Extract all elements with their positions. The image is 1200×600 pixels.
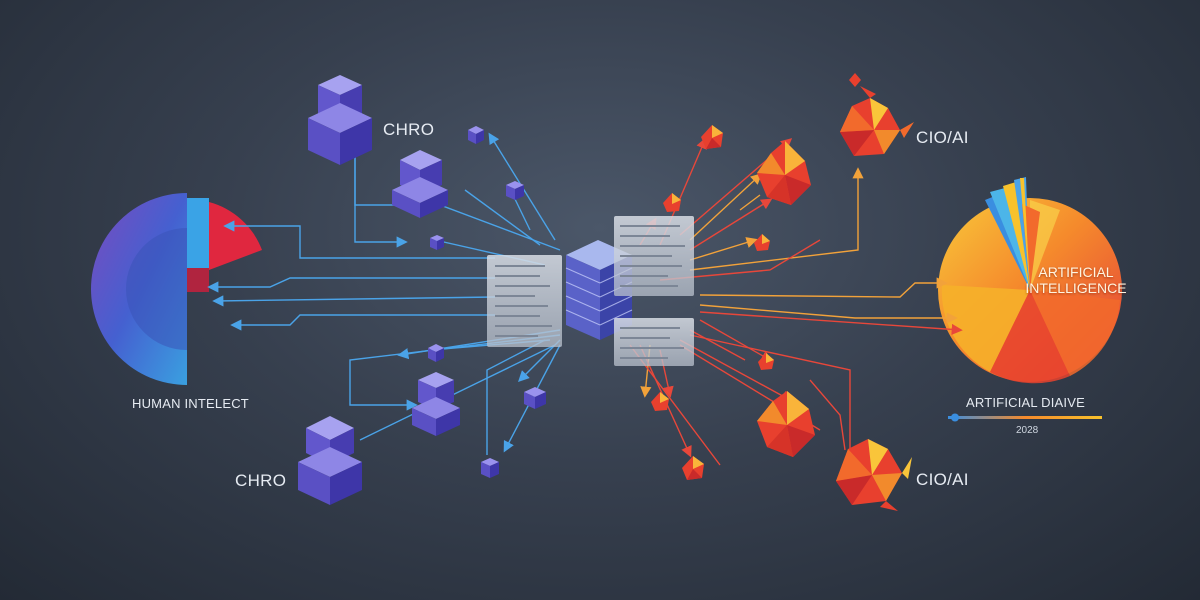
human-intellect-label: HUMAN INTELECT (132, 396, 249, 411)
year-label: 2028 (1016, 425, 1039, 436)
ai-title-line-2: INTELLIGENCE (1025, 280, 1127, 296)
small-blue-cubes (428, 126, 546, 478)
ai-title-line-1: ARTIFICIAL (1038, 264, 1114, 280)
ai-drive-label: ARTIFICIAL DIAIVE (966, 395, 1085, 410)
cio-ai-bottom-label: CIO/AI (916, 470, 969, 489)
human-intellect-pie (91, 193, 262, 385)
cube-stack-chro-bottom (298, 416, 362, 505)
data-panels (487, 216, 694, 366)
cube-stack-lower-middle (412, 372, 460, 436)
ai-drive-timeline (948, 413, 1102, 422)
ai-polyhedra (651, 73, 914, 511)
ai-pie (938, 177, 1122, 384)
cio-ai-top-label: CIO/AI (916, 128, 969, 147)
chro-bottom-label: CHRO (235, 471, 287, 490)
chro-top-label: CHRO (383, 120, 435, 139)
ai-pie-title: ARTIFICIAL INTELLIGENCE (1006, 264, 1146, 296)
cube-stack-chro-top (308, 75, 372, 165)
cube-stack-upper-middle (392, 150, 448, 218)
